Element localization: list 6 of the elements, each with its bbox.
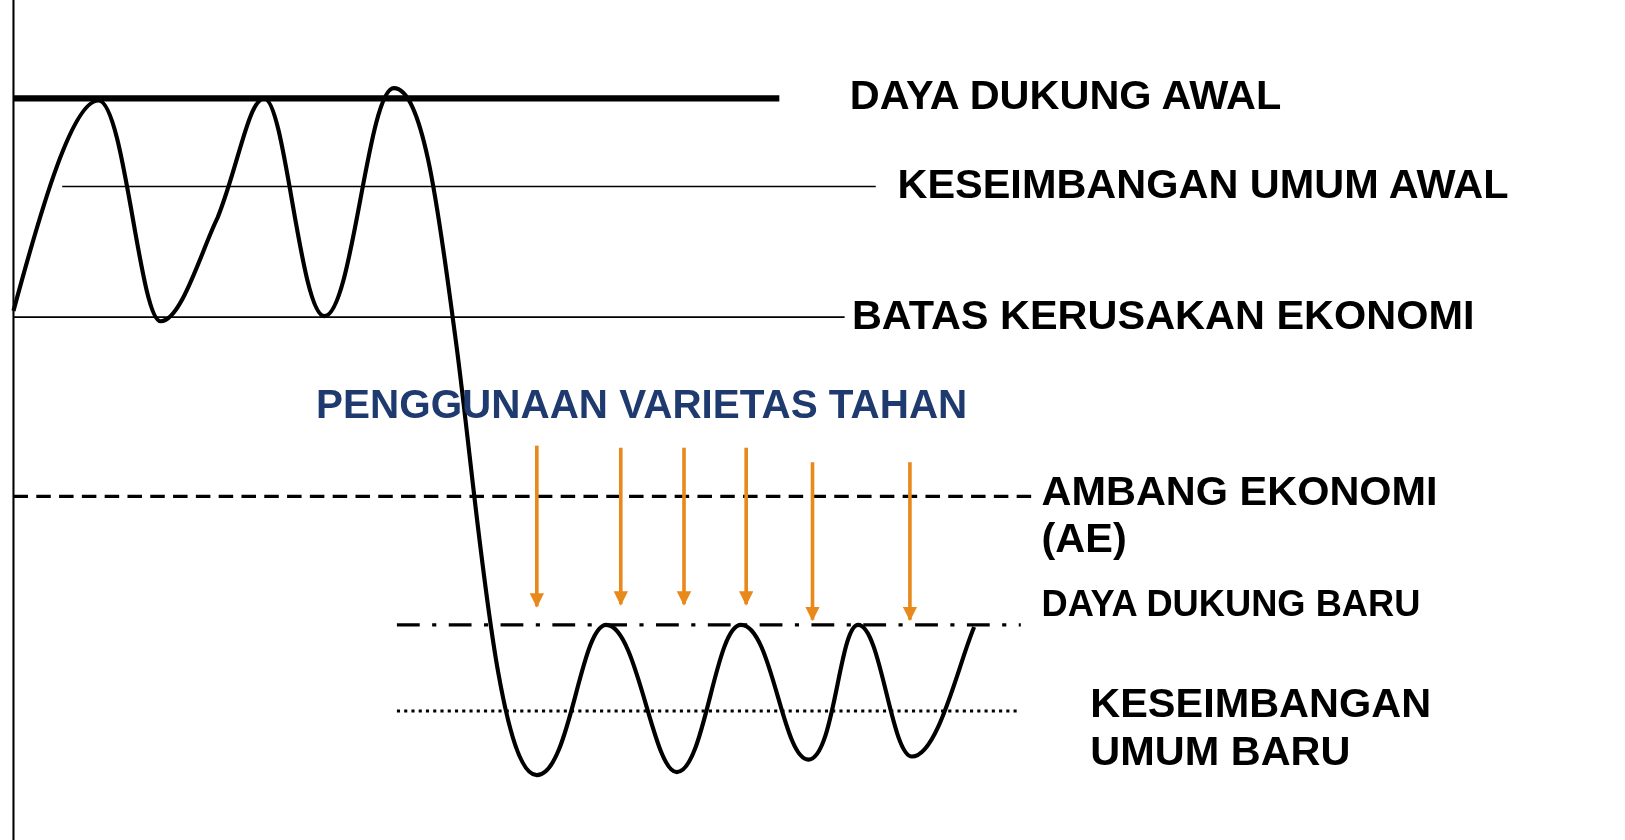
line-label: DAYA DUKUNG AWAL [849,70,1282,119]
line-label: BATAS KERUSAKAN EKONOMI [851,290,1475,338]
line-label: DAYA DUKUNG BARU [1041,582,1421,625]
line-label: AMBANG EKONOMI (AE) [1041,466,1439,562]
line-label: KESEIMBANGAN UMUM AWAL [897,159,1509,208]
line-label: KESEIMBANGAN UMUM BARU [1090,678,1433,775]
